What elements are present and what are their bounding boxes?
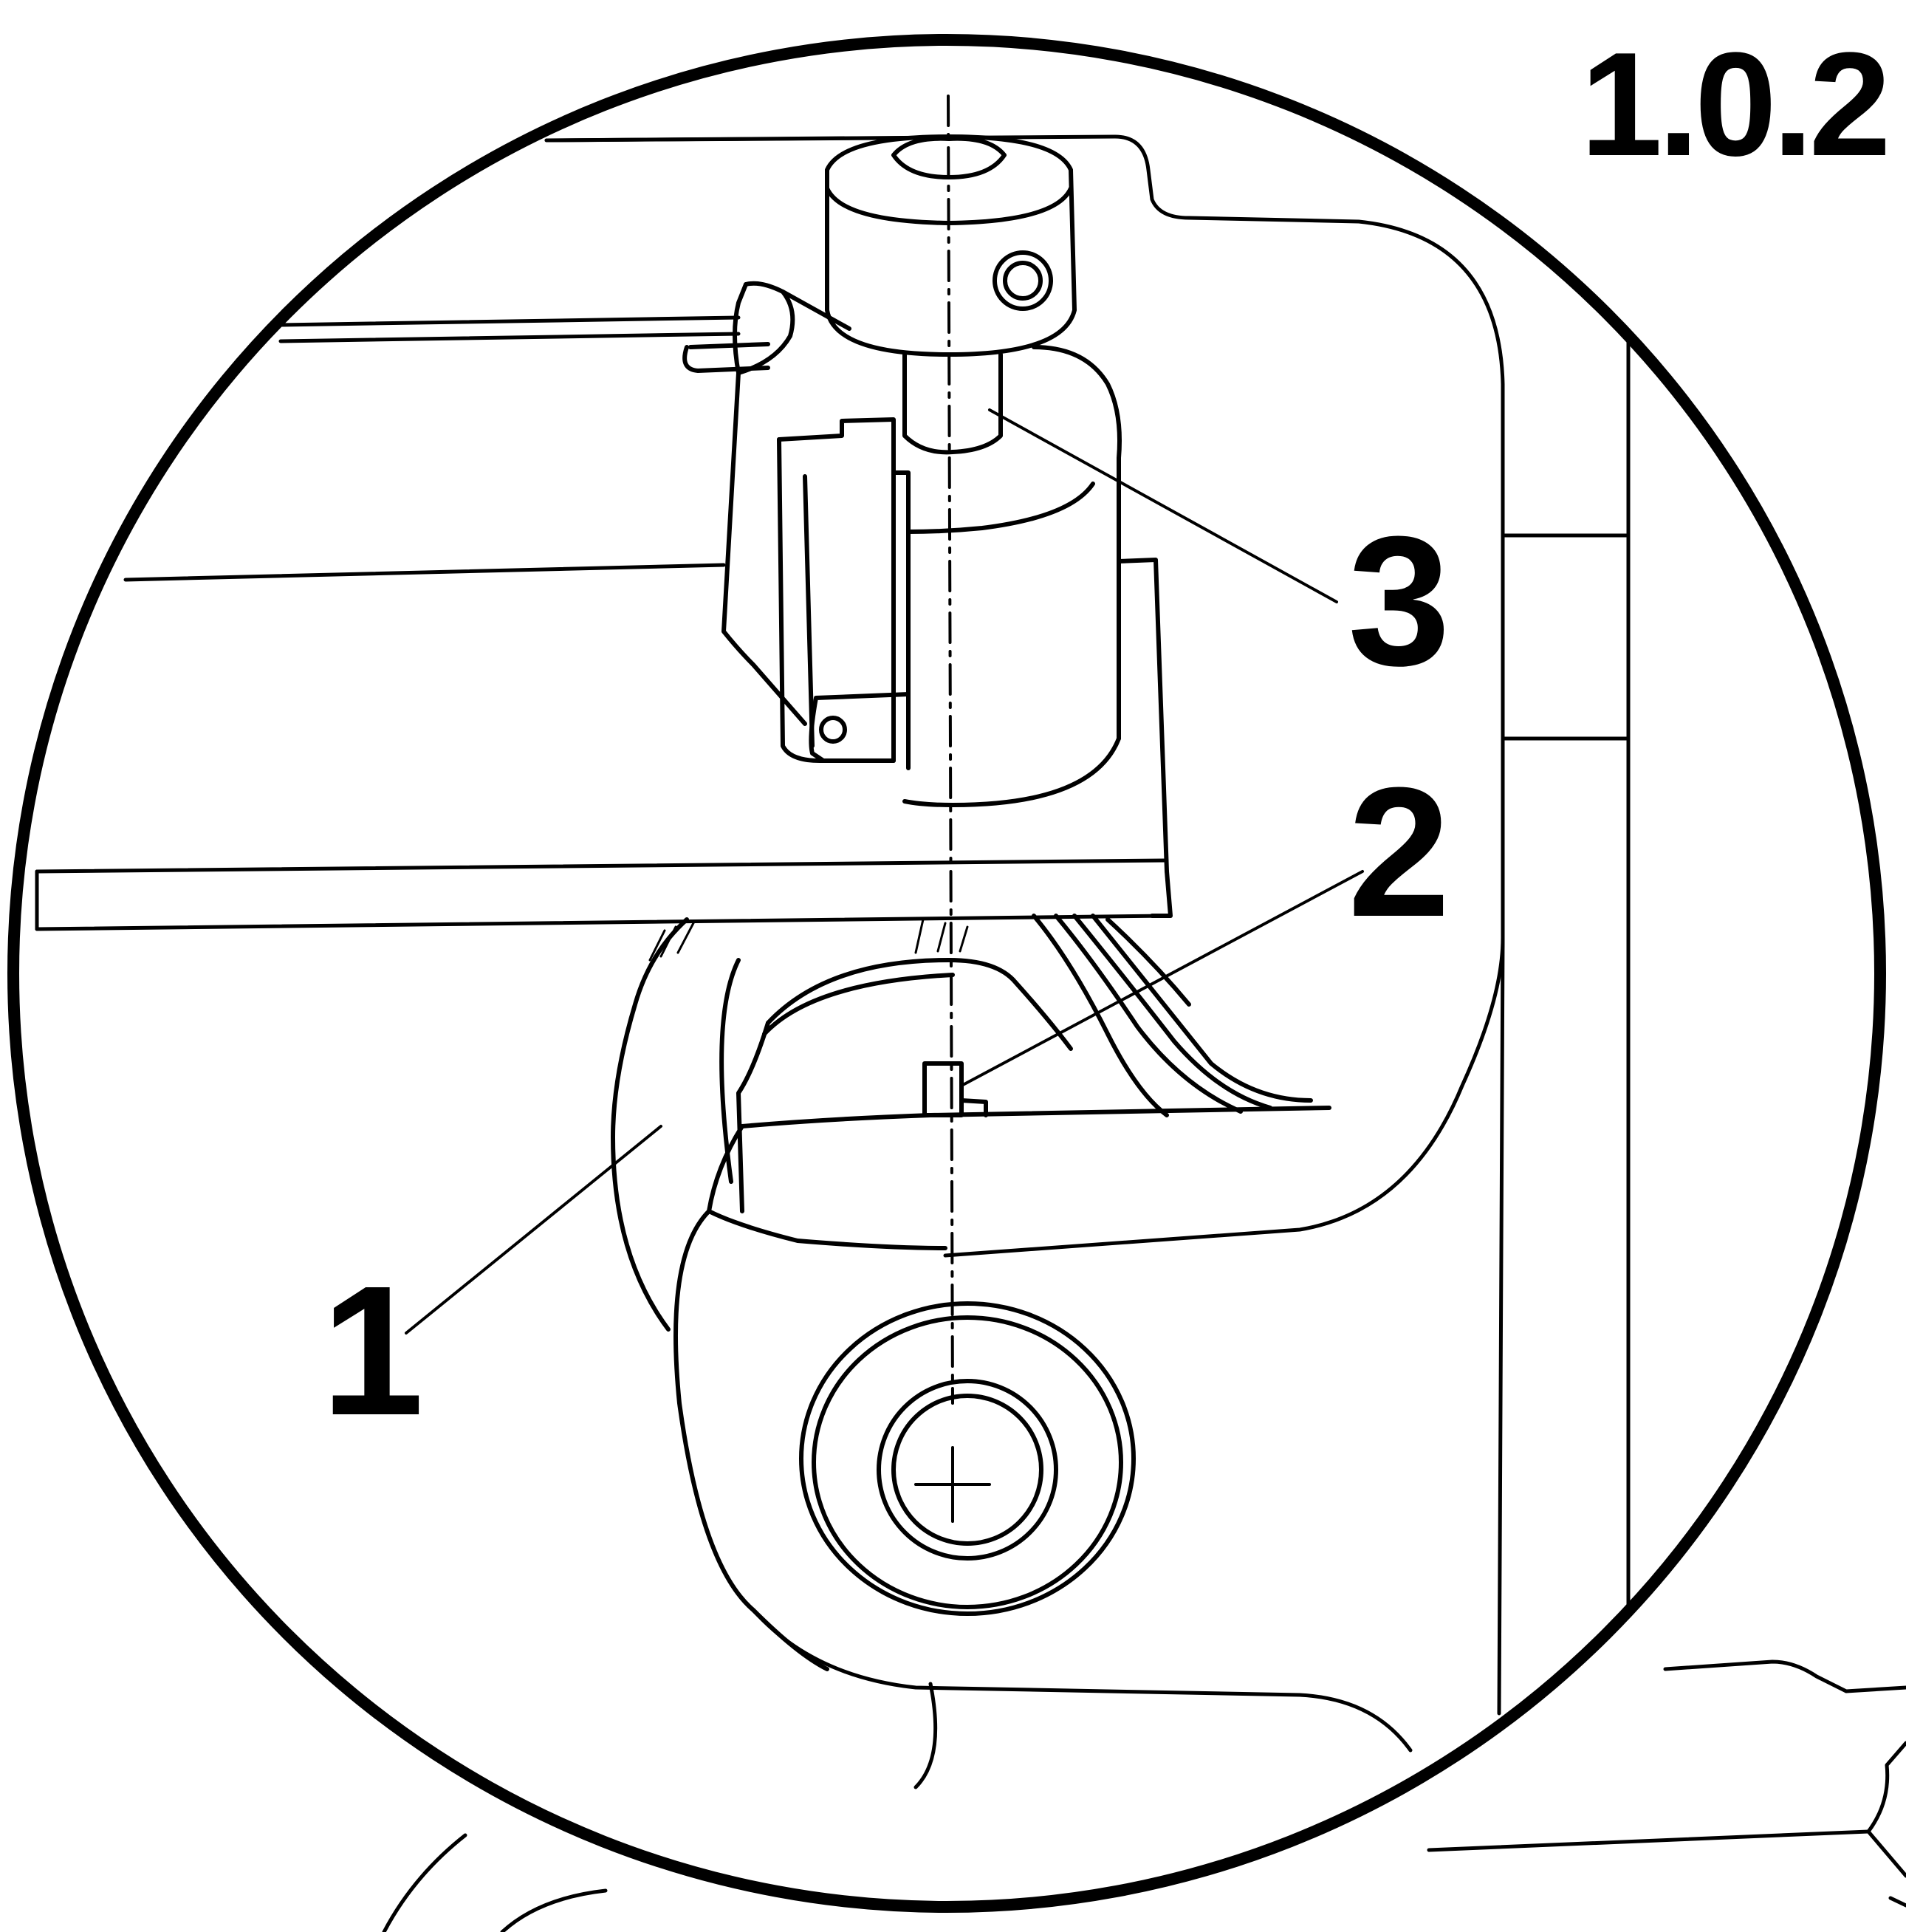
frame-structure — [544, 134, 1631, 1789]
leader-line-1 — [405, 1125, 662, 1335]
callout-1: 1 — [321, 1247, 424, 1453]
magnifier-circle — [7, 34, 1886, 1913]
figure-number: 1.0.2 — [1580, 22, 1887, 187]
center-line — [947, 95, 954, 1405]
leader-lines — [405, 408, 1364, 1335]
guide-rods — [35, 135, 1169, 931]
callout-2: 2 — [1348, 749, 1450, 955]
center-mark — [914, 1446, 991, 1523]
leader-line-3 — [988, 408, 1338, 603]
presser-bar-bracket — [682, 281, 911, 770]
marking-screw — [922, 1061, 988, 1117]
arm-bore — [673, 1106, 1331, 1671]
needle-bar-assembly — [825, 134, 1173, 918]
callout-3: 3 — [1348, 498, 1450, 704]
magnified-view — [35, 95, 1631, 1789]
pulley-wheel — [611, 914, 1313, 1332]
outer-frame-lines — [382, 1659, 1906, 1932]
leader-line-2 — [960, 870, 1364, 1087]
